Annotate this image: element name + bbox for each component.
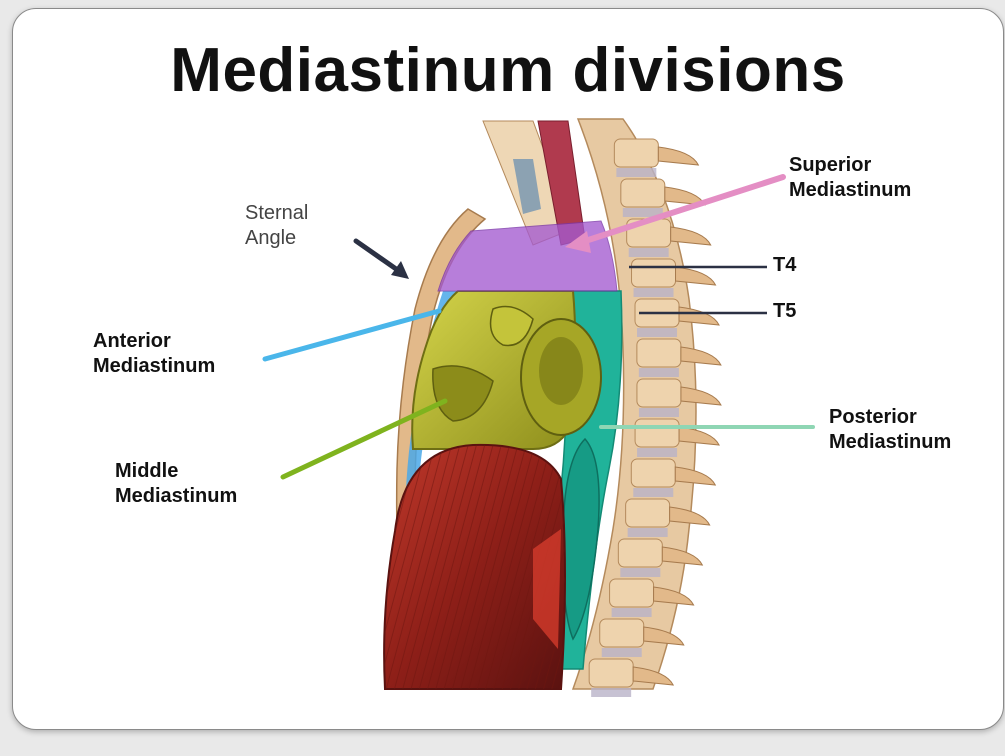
vertebra: [626, 499, 670, 527]
middle-mediastinum-label: Middle Mediastinum: [115, 459, 237, 509]
intervertebral-disc: [633, 488, 673, 497]
vertebra: [621, 179, 665, 207]
intervertebral-disc: [639, 368, 679, 377]
intervertebral-disc: [602, 648, 642, 657]
vertebra: [632, 259, 676, 287]
intervertebral-disc: [616, 168, 656, 177]
vertebra: [637, 339, 681, 367]
intervertebral-disc: [634, 288, 674, 297]
heart: [412, 291, 601, 449]
sternal-angle-label: Sternal Angle: [245, 201, 308, 251]
sternal-angle-pointer: [356, 241, 399, 271]
intervertebral-disc: [639, 408, 679, 417]
vertebra: [631, 459, 675, 487]
intervertebral-disc: [629, 248, 669, 257]
intervertebral-disc: [620, 568, 660, 577]
anterior-mediastinum-label: Anterior Mediastinum: [93, 329, 215, 379]
spinous-process: [658, 147, 698, 165]
vertebra: [637, 379, 681, 407]
vertebra: [600, 619, 644, 647]
intervertebral-disc: [637, 448, 677, 457]
intervertebral-disc: [637, 328, 677, 337]
vertebra: [618, 539, 662, 567]
vertebra: [589, 659, 633, 687]
t5-label: T5: [773, 299, 796, 324]
intervertebral-disc: [612, 608, 652, 617]
vertebra: [614, 139, 658, 167]
t4-label: T4: [773, 253, 796, 278]
intervertebral-disc: [628, 528, 668, 537]
slide: Mediastinum divisions: [12, 8, 1004, 730]
posterior-mediastinum-label: Posterior Mediastinum: [829, 405, 951, 455]
vertebra: [635, 419, 679, 447]
vertebra: [610, 579, 654, 607]
intervertebral-disc: [591, 688, 631, 697]
superior-mediastinum-label: Superior Mediastinum: [789, 153, 911, 203]
